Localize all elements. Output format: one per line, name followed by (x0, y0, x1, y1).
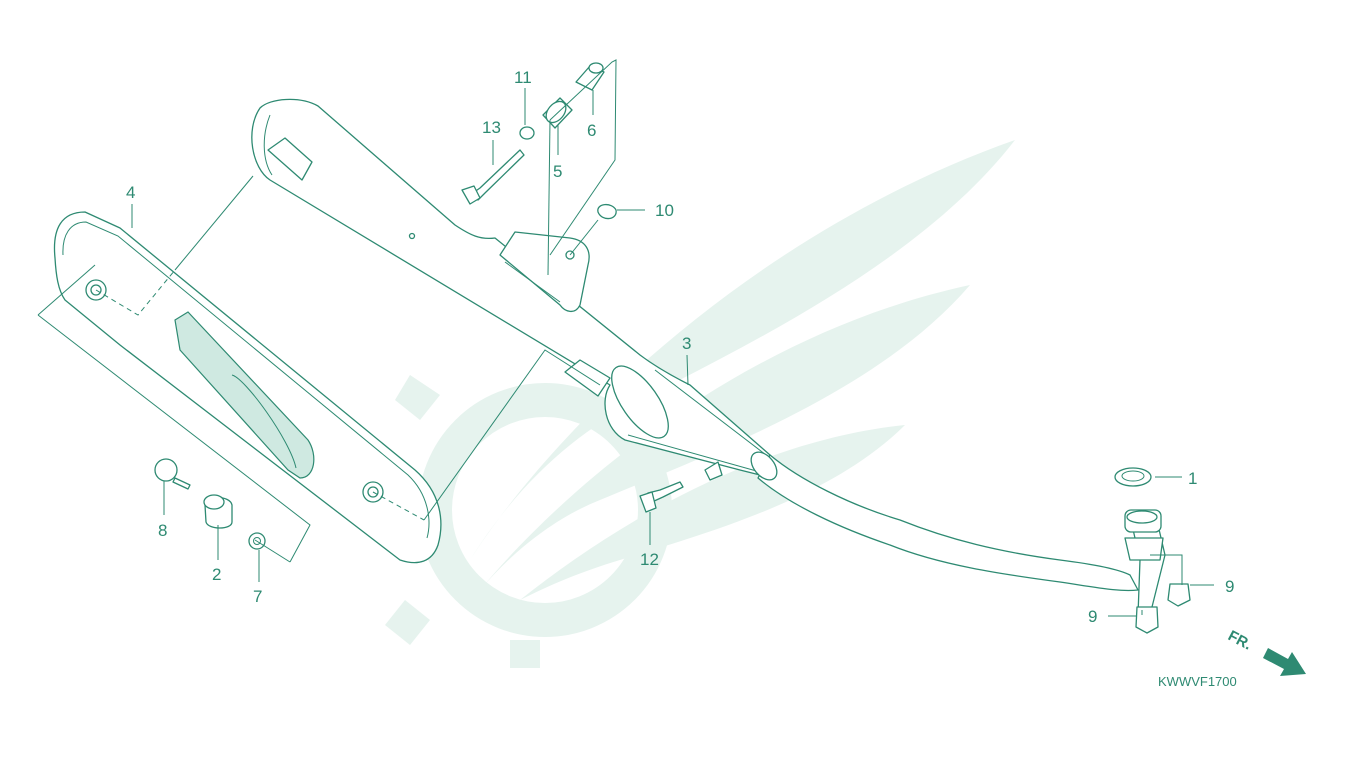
callout-9-left: 9 (1088, 607, 1097, 626)
callout-5: 5 (553, 162, 562, 181)
callout-2: 2 (212, 565, 221, 584)
callout-10: 10 (655, 201, 674, 220)
hardware (154, 62, 684, 550)
leader-lines (131, 88, 1214, 617)
arrow-icon (1263, 648, 1306, 676)
callout-13: 13 (482, 118, 501, 137)
callout-4: 4 (126, 183, 135, 202)
diagram-code: KWWVF1700 (1158, 674, 1237, 689)
callout-11: 11 (514, 68, 532, 87)
muffler (251, 98, 771, 476)
callout-7: 7 (253, 587, 262, 606)
callout-8: 8 (158, 521, 167, 540)
front-direction-arrow: FR. (1225, 627, 1306, 676)
callout-labels: 1 2 3 4 5 6 7 8 9 9 10 11 12 13 (126, 68, 1234, 626)
heat-shield (53, 211, 442, 564)
exhaust-pipe (704, 451, 1191, 634)
callout-6: 6 (587, 121, 596, 140)
callout-12: 12 (640, 550, 659, 569)
callout-3: 3 (682, 334, 691, 353)
assembly-guide-lines (37, 59, 1183, 615)
front-direction-label: FR. (1225, 627, 1254, 653)
callout-9-right: 9 (1225, 577, 1234, 596)
callout-1: 1 (1188, 469, 1197, 488)
gasket (1114, 467, 1152, 487)
